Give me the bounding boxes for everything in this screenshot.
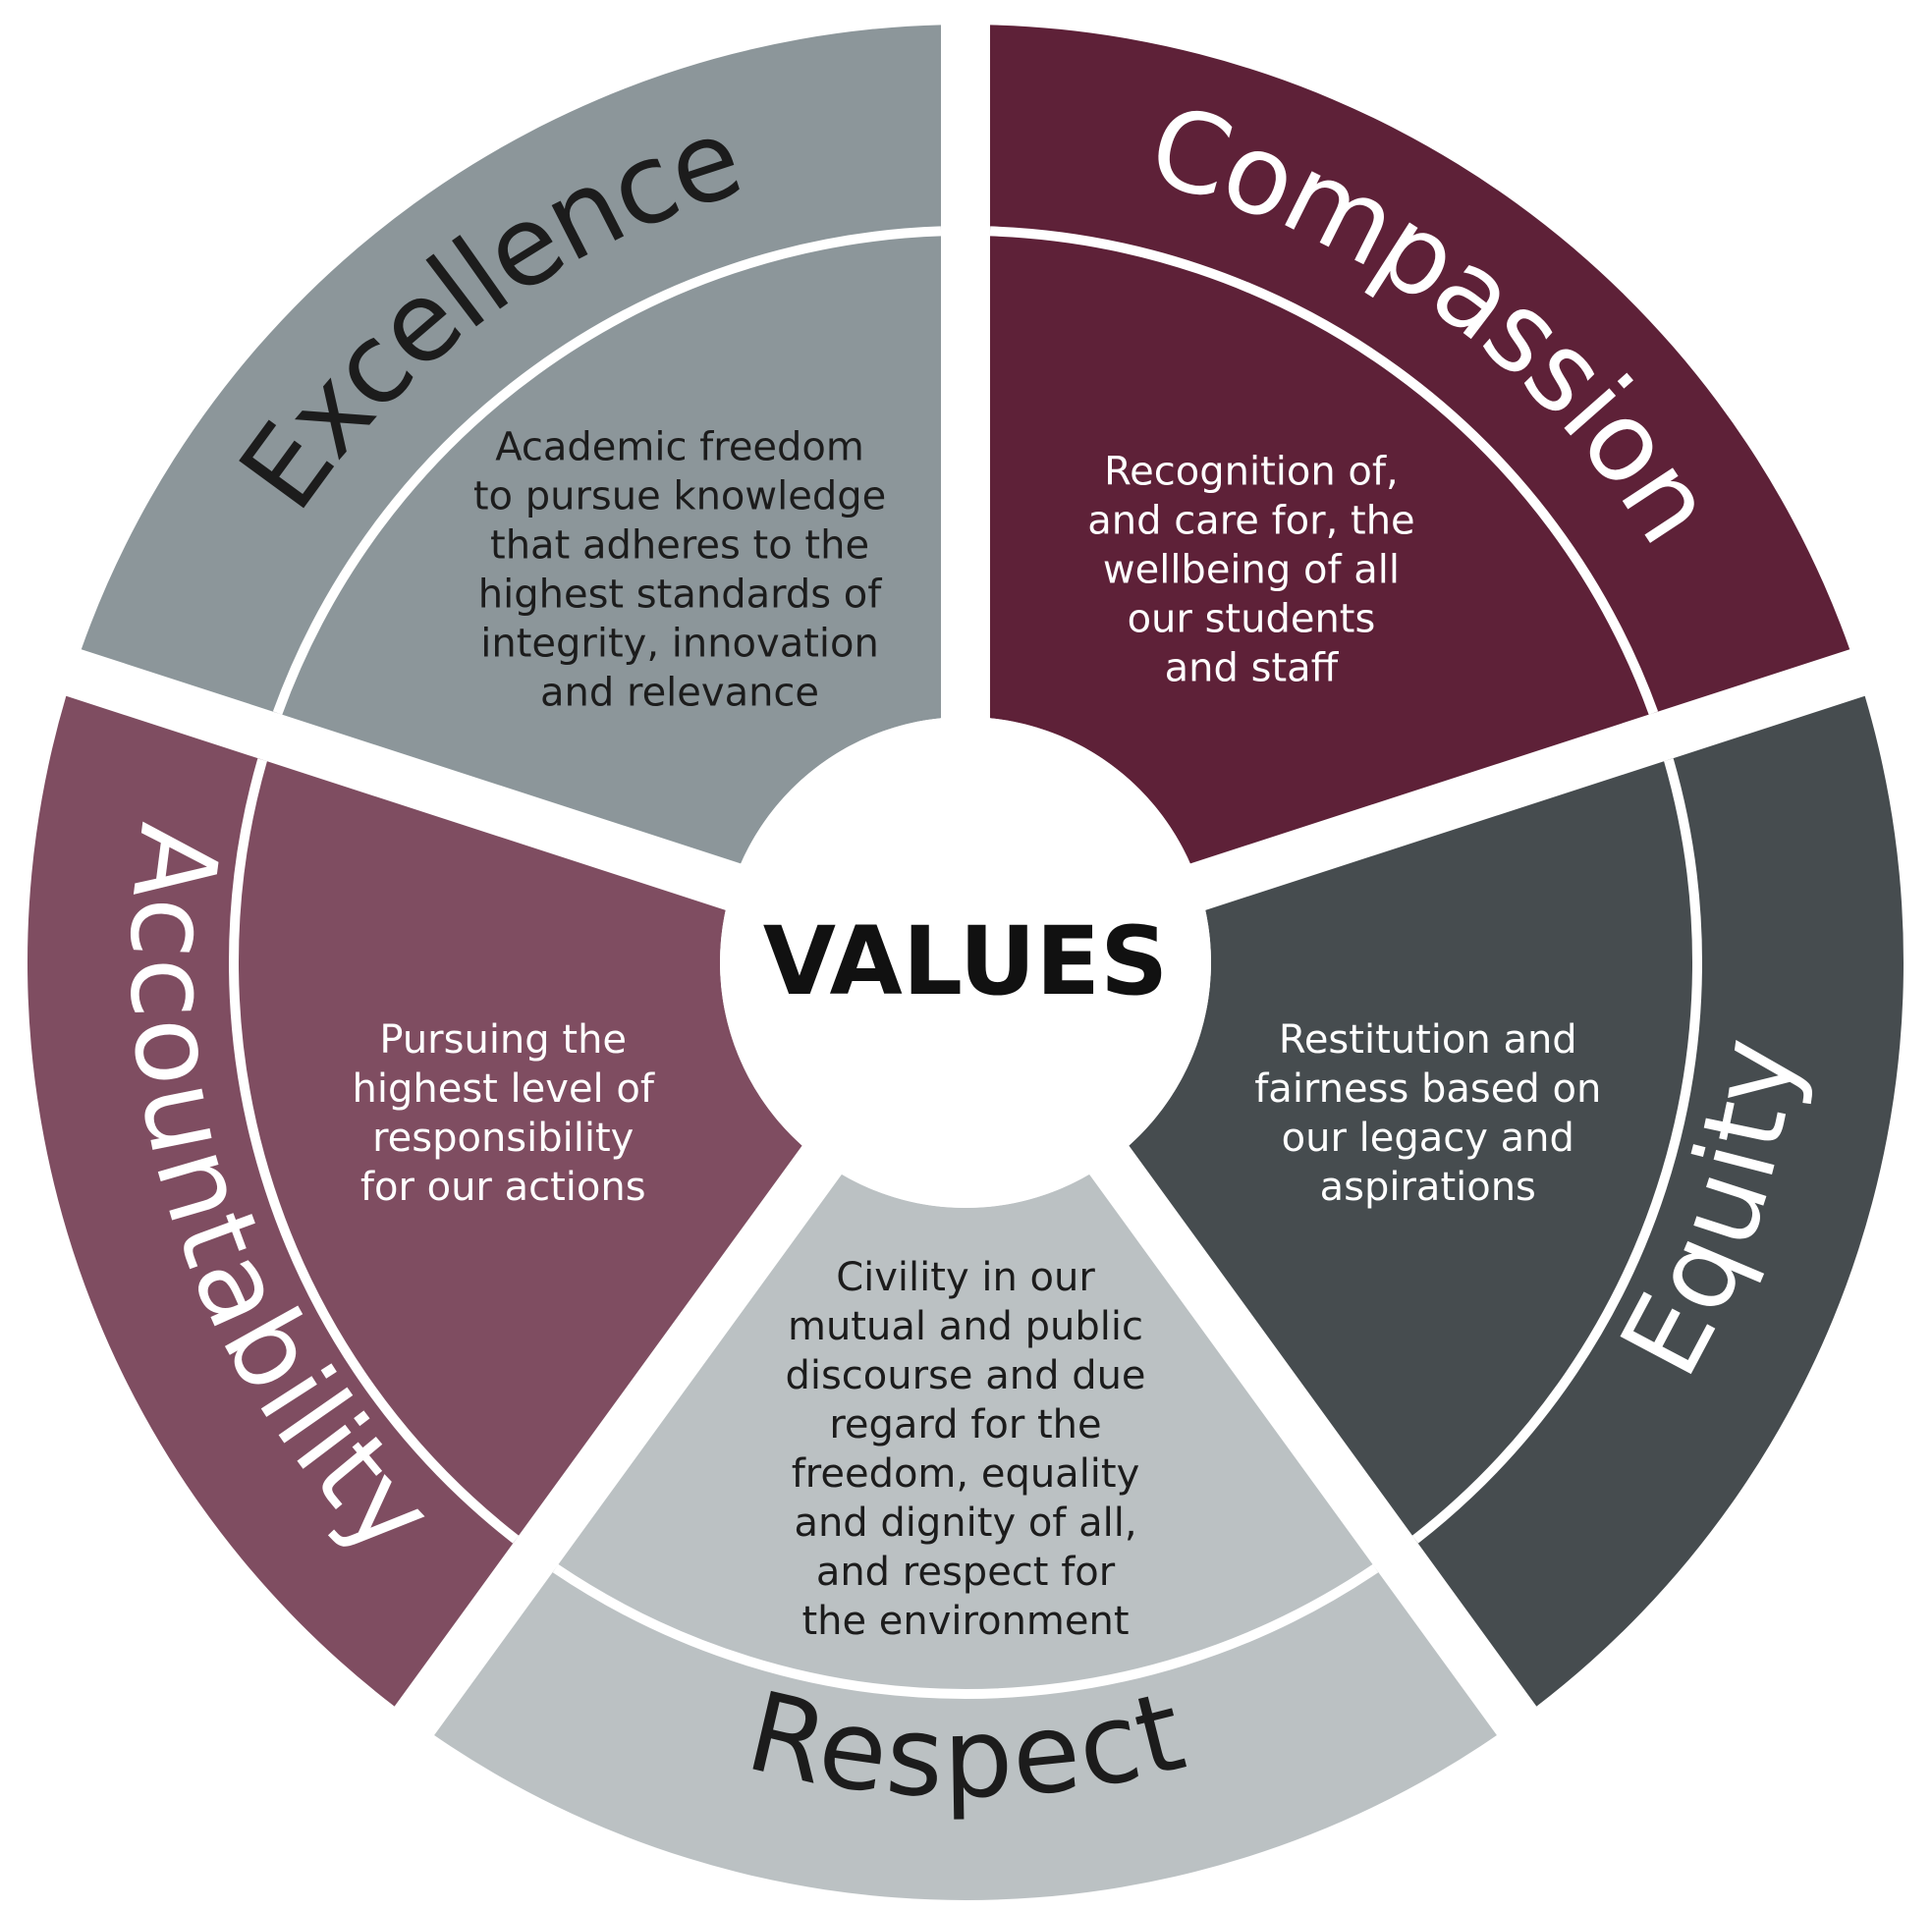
description-line: the environment: [801, 1599, 1129, 1644]
segment-compassion: [989, 25, 1850, 864]
segment-equity: [1129, 695, 1904, 1707]
description-line: wellbeing of all: [1103, 548, 1400, 593]
description-line: Civility in our: [836, 1255, 1095, 1300]
description-line: our students: [1128, 597, 1376, 642]
description-line: and respect for: [816, 1550, 1116, 1595]
segment-respect: [434, 1174, 1497, 1901]
segment-divider-ring-accountability: [229, 758, 520, 1544]
description-line: responsibility: [372, 1116, 634, 1161]
description-line: highest level of: [353, 1066, 655, 1112]
segment-divider-ring-equity: [1411, 758, 1702, 1544]
center-circle: [720, 717, 1211, 1208]
description-line: Restitution and: [1279, 1017, 1577, 1063]
segment-divider-ring-compassion: [989, 226, 1659, 715]
description-line: to pursue knowledge: [473, 474, 886, 519]
description-line: integrity, innovation: [480, 622, 879, 667]
description-line: highest standards of: [478, 573, 883, 618]
description-line: mutual and public: [788, 1304, 1143, 1349]
description-line: Academic freedom: [495, 425, 864, 470]
segment-excellence: [81, 25, 942, 864]
segment-accountability: [28, 695, 802, 1707]
description-line: for our actions: [360, 1165, 646, 1210]
segment-divider-ring-excellence: [272, 226, 942, 715]
description-line: and staff: [1165, 646, 1340, 691]
center-label: VALUES: [763, 906, 1169, 1016]
description-line: aspirations: [1320, 1165, 1536, 1210]
description-line: our legacy and: [1282, 1116, 1574, 1161]
description-line: regard for the: [829, 1402, 1101, 1447]
description-line: Recognition of,: [1104, 450, 1399, 495]
segment-divider-ring-respect: [552, 1563, 1379, 1699]
description-line: that adheres to the: [490, 523, 869, 569]
description-line: discourse and due: [785, 1353, 1145, 1398]
description-line: and dignity of all,: [794, 1501, 1136, 1546]
description-line: and care for, the: [1087, 499, 1414, 544]
description-line: Pursuing the: [379, 1017, 627, 1063]
segments-layer: [28, 25, 1904, 1901]
description-line: fairness based on: [1254, 1066, 1601, 1112]
description-line: freedom, equality: [792, 1451, 1140, 1497]
description-line: and relevance: [540, 671, 819, 716]
